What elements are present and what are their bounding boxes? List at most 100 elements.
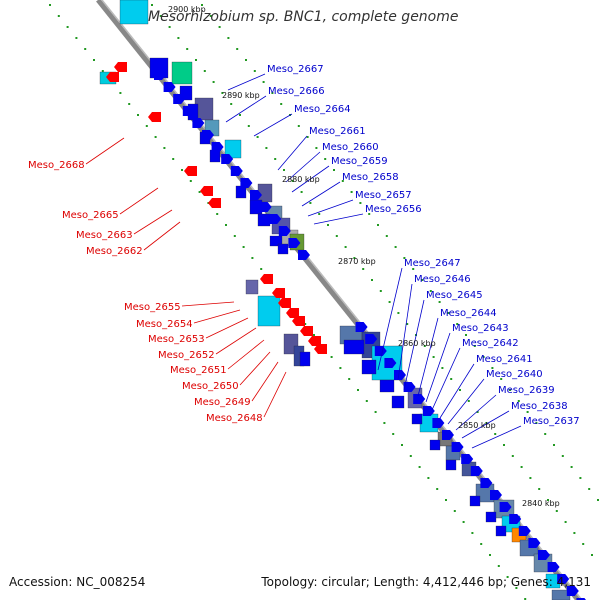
label-leader	[439, 363, 475, 419]
track-dot	[379, 290, 382, 292]
forward-gene-arrow	[240, 178, 253, 188]
track-dot	[497, 565, 500, 567]
gene-label-reverse: Meso_2663	[76, 230, 133, 241]
track-dot	[553, 444, 555, 446]
forward-gene-arrow	[202, 130, 214, 140]
forward-gene-arrow	[518, 526, 531, 536]
gene-label-forward: Meso_2667	[267, 64, 324, 75]
label-leader	[431, 347, 461, 411]
track-dot	[467, 400, 470, 402]
forward-gene-arrow	[182, 106, 195, 116]
label-leader	[307, 199, 354, 217]
track-dot	[227, 37, 230, 39]
track-dot	[128, 103, 131, 105]
forward-gene-arrow	[259, 202, 272, 212]
track-dot	[445, 499, 447, 501]
gene-label-forward: Meso_2657	[355, 190, 412, 201]
kbp-tick-label: 2870 kbp	[338, 257, 376, 266]
forward-gene-arrow	[384, 358, 397, 368]
track-dot	[300, 191, 303, 193]
track-dot	[388, 301, 391, 303]
gene-label-forward: Meso_2639	[498, 385, 555, 396]
label-leader	[313, 213, 364, 225]
gene-label-reverse: Meso_2649	[194, 397, 251, 408]
track-dot	[271, 92, 274, 94]
forward-gene-arrow	[422, 406, 435, 416]
gene-label-forward: Meso_2644	[440, 308, 497, 319]
reverse-gene-arrow	[300, 326, 313, 336]
track-dot	[392, 433, 395, 435]
kbp-tick-label: 2880 kbp	[282, 175, 320, 184]
track-dot	[172, 158, 175, 160]
track-dot	[385, 235, 388, 237]
gene-label-reverse: Meso_2648	[206, 413, 263, 424]
gene-block	[245, 279, 259, 295]
track-dot	[101, 70, 104, 72]
track-dot	[447, 312, 450, 314]
track-dot	[225, 224, 227, 226]
track-dot	[503, 444, 505, 446]
gene-label-forward: Meso_2660	[322, 142, 379, 153]
track-dot	[401, 444, 403, 446]
label-leader	[301, 181, 341, 207]
forward-gene-arrow	[490, 490, 502, 500]
track-dot	[262, 81, 265, 83]
track-dot	[242, 246, 245, 248]
track-dot	[471, 532, 474, 534]
track-dot	[57, 15, 60, 17]
track-dot	[456, 323, 459, 325]
track-dot	[517, 400, 520, 402]
reverse-gene-arrow	[200, 186, 213, 196]
track-dot	[480, 543, 483, 545]
track-dot	[256, 136, 259, 138]
track-dot	[383, 422, 386, 424]
forward-gene-arrow	[528, 538, 541, 548]
gene-labels: Meso_2667Meso_2666Meso_2664Meso_2661Meso…	[28, 64, 580, 427]
gene-label-forward: Meso_2658	[342, 172, 399, 183]
track-dot	[427, 477, 430, 479]
track-dot	[209, 15, 212, 17]
gene-label-forward: Meso_2664	[294, 104, 351, 115]
track-dot	[564, 521, 567, 523]
track-dot	[418, 466, 421, 468]
track-dot	[247, 125, 250, 127]
track-dot	[482, 356, 485, 358]
track-dot	[218, 26, 221, 28]
forward-gene-arrow	[269, 214, 282, 224]
gene-label-reverse: Meso_2668	[28, 160, 85, 171]
track-dot	[561, 455, 564, 457]
track-dot	[181, 169, 183, 171]
forward-gene-arrow	[538, 550, 550, 560]
label-leader	[285, 151, 321, 183]
track-dot	[509, 389, 511, 391]
gene-block	[469, 495, 481, 507]
track-dot	[403, 257, 406, 259]
feature-tracks	[99, 0, 586, 600]
track-dot	[406, 323, 409, 325]
reverse-gene-arrow	[208, 198, 221, 208]
track-dot	[438, 301, 441, 303]
track-dot	[239, 114, 241, 116]
gene-label-forward: Meso_2666	[268, 86, 325, 97]
label-leader	[397, 283, 413, 381]
track-dot	[253, 70, 256, 72]
forward-gene-arrow	[221, 154, 234, 164]
track-dot	[365, 400, 368, 402]
forward-gene-arrow	[499, 502, 512, 512]
gene-label-forward: Meso_2661	[309, 126, 366, 137]
reverse-gene-arrow	[314, 344, 327, 354]
label-leader	[455, 394, 497, 431]
track-dot	[66, 26, 69, 28]
kbp-tick-label: 2850 kbp	[458, 421, 496, 430]
label-leader	[425, 332, 451, 403]
track-dot	[236, 48, 239, 50]
track-dot	[511, 455, 514, 457]
track-dot	[297, 125, 300, 127]
topology-label: Topology: circular; Length: 4,412,446 bp…	[261, 575, 591, 589]
track-dot	[212, 81, 215, 83]
track-dot	[245, 59, 247, 61]
track-dot	[274, 158, 277, 160]
gene-label-reverse: Meso_2655	[124, 302, 181, 313]
track-dot	[441, 367, 444, 369]
gene-label-forward: Meso_2656	[365, 204, 422, 215]
